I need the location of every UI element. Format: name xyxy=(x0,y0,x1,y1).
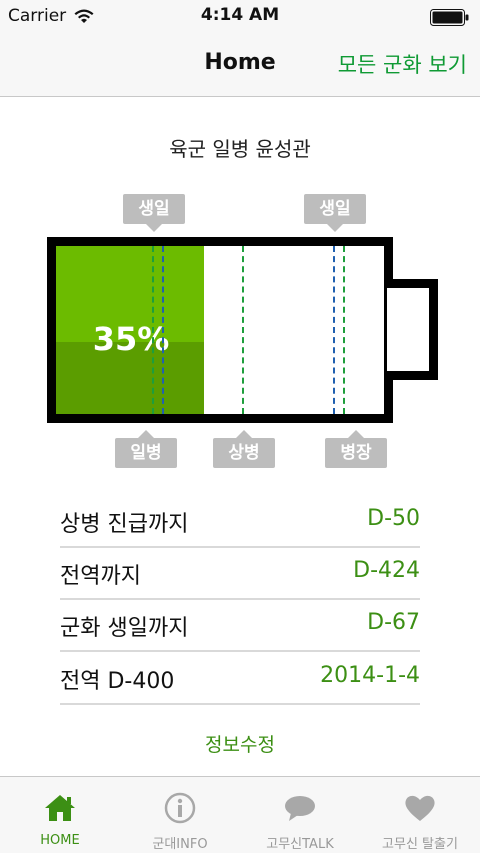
info-row-label: 전역 D-400 xyxy=(60,669,175,694)
navigation-bar: Home 모든 군화 보기 xyxy=(0,40,480,97)
info-row-discharge: 전역까지 D-424 xyxy=(60,548,420,600)
page-title: Home xyxy=(204,50,276,75)
info-row-value: D-50 xyxy=(367,506,420,531)
info-row-birthday: 군화 생일까지 D-67 xyxy=(60,600,420,652)
heart-icon xyxy=(405,795,435,821)
rank-line-sergeant xyxy=(343,246,345,414)
tab-talk[interactable]: 고무신TALK xyxy=(240,777,360,853)
speech-bubble-icon xyxy=(285,796,315,821)
info-row-label: 군화 생일까지 xyxy=(60,616,189,641)
info-row-discharge-d400: 전역 D-400 2014-1-4 xyxy=(60,653,420,705)
birthday-marker: 생일 xyxy=(304,194,366,232)
home-icon xyxy=(45,795,75,821)
info-row-value: 2014-1-4 xyxy=(320,663,420,688)
birthday-line xyxy=(162,246,164,414)
rank-marker-private-first-class: 일병 xyxy=(115,430,177,468)
view-all-button[interactable]: 모든 군화 보기 xyxy=(337,53,467,77)
birthday-marker-label: 생일 xyxy=(123,194,185,224)
rank-marker-label: 병장 xyxy=(325,438,387,468)
info-row-value: D-67 xyxy=(367,610,420,635)
battery-status-icon xyxy=(430,9,469,26)
birthday-line xyxy=(333,246,335,414)
tab-home[interactable]: HOME xyxy=(0,777,120,853)
tab-label: HOME xyxy=(40,833,80,848)
info-row-label: 전역까지 xyxy=(60,564,141,589)
battery-cap xyxy=(387,279,438,380)
birthday-marker-label: 생일 xyxy=(304,194,366,224)
tab-escape-story[interactable]: 고무신 탈출기 xyxy=(360,777,480,853)
rank-marker-label: 일병 xyxy=(115,438,177,468)
rank-line-private-first-class xyxy=(152,246,154,414)
wifi-icon xyxy=(74,9,94,23)
tab-label: 군대INFO xyxy=(152,837,208,852)
carrier-label: Carrier xyxy=(8,6,67,26)
rank-marker-sergeant: 병장 xyxy=(325,430,387,468)
status-bar: Carrier 4:14 AM xyxy=(0,0,480,40)
edit-info-button[interactable]: 정보수정 xyxy=(205,734,275,756)
tab-army-info[interactable]: 군대INFO xyxy=(120,777,240,853)
info-icon xyxy=(164,792,196,824)
rank-line-corporal xyxy=(242,246,244,414)
tab-bar: HOME 군대INFO 고무신TALK 고무신 탈출기 xyxy=(0,776,480,853)
tab-label: 고무신TALK xyxy=(266,837,334,852)
birthday-marker: 생일 xyxy=(123,194,185,232)
tab-label: 고무신 탈출기 xyxy=(382,837,458,852)
info-row-value: D-424 xyxy=(353,558,420,583)
progress-fill xyxy=(56,246,204,414)
progress-percent: 35% xyxy=(92,320,170,358)
status-time: 4:14 AM xyxy=(200,5,280,25)
rank-marker-label: 상병 xyxy=(213,438,275,468)
service-progress-battery: 35% xyxy=(47,237,393,423)
info-row-label: 상병 진급까지 xyxy=(60,512,189,537)
rank-marker-corporal: 상병 xyxy=(213,430,275,468)
info-row-promotion: 상병 진급까지 D-50 xyxy=(60,496,420,548)
soldier-name: 육군 일병 윤성관 xyxy=(169,137,311,161)
